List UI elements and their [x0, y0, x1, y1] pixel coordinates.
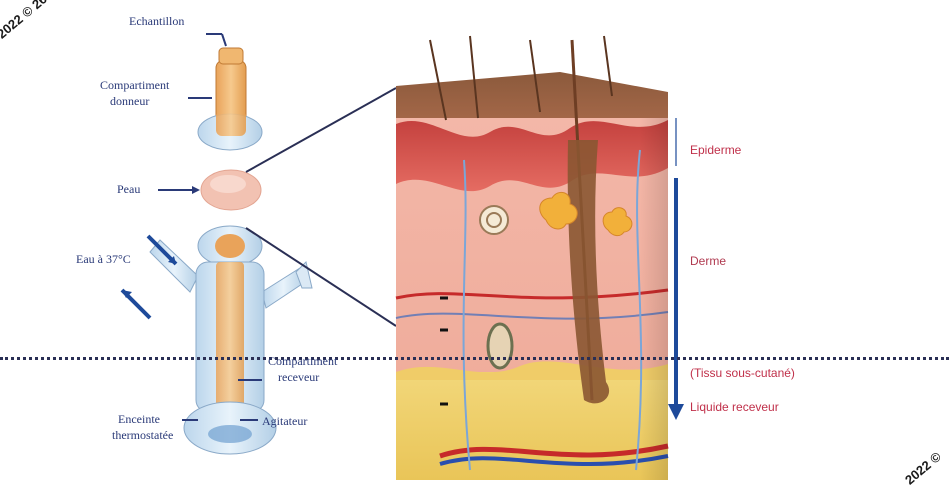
skin-block — [396, 36, 668, 480]
depth-arrow — [668, 118, 684, 420]
label-enceinte-2: thermostatée — [112, 428, 173, 443]
franz-cell — [122, 34, 396, 454]
label-echantillon: Echantillon — [129, 14, 184, 29]
label-compartiment-donneur-1: Compartiment — [100, 78, 169, 93]
dotted-separator — [0, 357, 949, 360]
label-eau: Eau à 37°C — [76, 252, 131, 267]
label-peau: Peau — [117, 182, 140, 197]
label-compartiment-donneur-2: donneur — [110, 94, 149, 109]
label-agitateur: Agitateur — [262, 414, 307, 429]
label-compartiment-receveur-1: Compartiment — [268, 354, 337, 369]
label-liquide-receveur: Liquide receveur — [690, 400, 779, 414]
label-epiderme: Epiderme — [690, 143, 741, 157]
label-derme: Derme — [690, 254, 726, 268]
label-enceinte-1: Enceinte — [118, 412, 160, 427]
label-compartiment-receveur-2: receveur — [278, 370, 319, 385]
label-tissu-sous-cutane: (Tissu sous-cutané) — [690, 366, 795, 380]
